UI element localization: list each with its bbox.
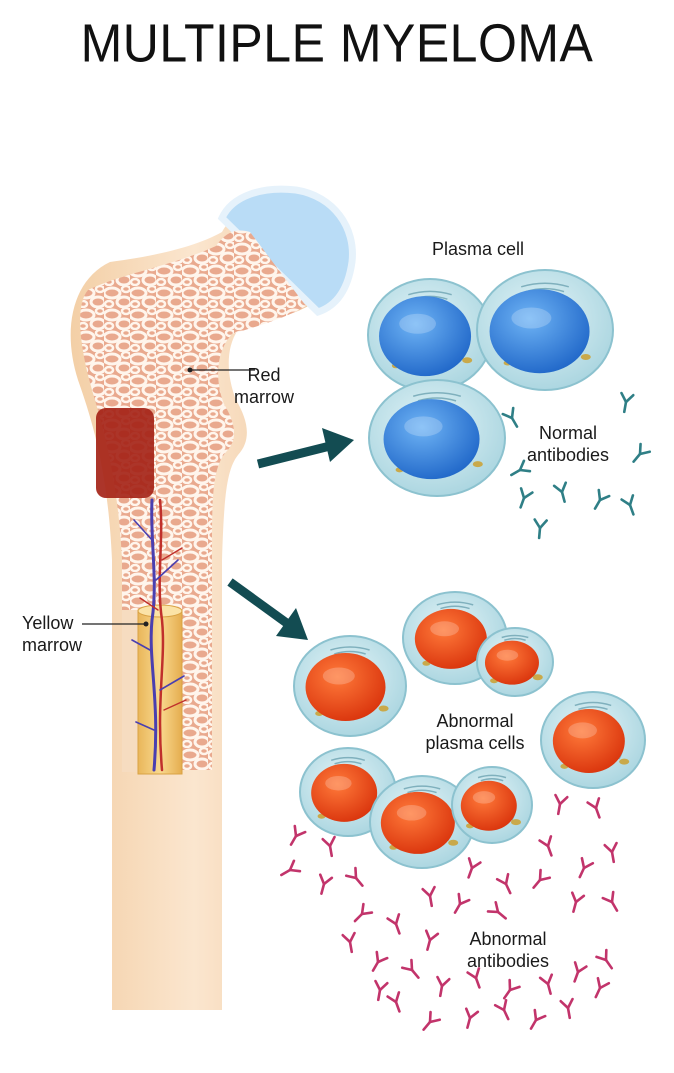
abnormal-cells-line1: Abnormal: [436, 711, 514, 731]
abnormal-antibody: [559, 997, 574, 1020]
abnormal-antibody: [486, 900, 507, 920]
abnormal-antibody: [371, 950, 389, 972]
abnormal-antibody: [386, 991, 401, 1013]
abnormal-plasma-cell: [293, 635, 407, 737]
normal-antibodies-label: Normal antibodies: [518, 422, 618, 466]
abnormal-plasma-cell: [369, 775, 475, 869]
abnormal-antibody: [603, 841, 618, 864]
abnormal-antibody: [422, 1010, 442, 1031]
abnormal-antibody: [466, 967, 481, 989]
abnormal-antibody: [344, 866, 364, 887]
arrow-to-normal: [256, 428, 354, 469]
normal-antibody: [510, 459, 532, 477]
normal-plasma-cell: [368, 379, 506, 497]
abnormal-cells-line2: plasma cells: [425, 733, 525, 753]
abnormal-antibody: [453, 892, 471, 914]
abnormal-antibody: [495, 872, 512, 895]
abnormal-antibody: [374, 979, 389, 1002]
abnormal-antibody: [532, 868, 552, 889]
red-marrow-region: [96, 408, 154, 498]
abnormal-antibody: [424, 929, 440, 951]
abnormal-plasma-cell: [451, 766, 533, 844]
abnormal-antibody: [353, 902, 374, 923]
abnormal-antibody: [321, 835, 336, 858]
antibodies-layer: [280, 391, 652, 1031]
normal-antibodies-line1: Normal: [538, 423, 597, 443]
cartilage-cap: [217, 185, 356, 316]
red-marrow-line2: marrow: [233, 387, 294, 407]
red-marrow-label: Red marrow: [224, 364, 304, 408]
page-title: MULTIPLE MYELOMA: [80, 12, 594, 74]
abnormal-plasma-cells-label: Abnormal plasma cells: [410, 710, 540, 754]
yellow-marrow-label: Yellow marrow: [22, 612, 82, 656]
abnormal-antibodies-line1: Abnormal: [469, 929, 547, 949]
abnormal-antibody: [595, 948, 614, 970]
abnormal-antibody: [464, 1007, 480, 1029]
abnormal-plasma-cell: [476, 627, 554, 697]
abnormal-antibody: [570, 891, 586, 913]
abnormal-antibody: [573, 961, 588, 983]
abnormal-antibody: [289, 824, 307, 846]
normal-antibody: [620, 391, 635, 414]
normal-antibody: [620, 494, 635, 516]
abnormal-antibody: [594, 976, 611, 999]
normal-antibodies-line2: antibodies: [526, 445, 610, 465]
femur-bone: [70, 185, 356, 1010]
abnormal-antibody: [601, 890, 619, 912]
abnormal-antibody: [586, 797, 601, 819]
normal-antibody: [501, 406, 519, 428]
abnormal-antibody: [280, 859, 302, 877]
abnormal-antibody: [341, 931, 356, 954]
abnormal-antibody: [578, 856, 595, 879]
blood-vessels: [131, 498, 187, 772]
cells-layer: [293, 269, 646, 869]
normal-antibody: [552, 481, 568, 503]
abnormal-antibody: [386, 913, 401, 935]
abnormal-antibody: [529, 1008, 547, 1030]
abnormal-antibody: [538, 835, 553, 857]
abnormal-antibody: [538, 973, 554, 995]
yellow-marrow-line1: Yellow: [22, 613, 74, 633]
abnormal-antibodies-label: Abnormal antibodies: [448, 928, 568, 972]
abnormal-antibody: [400, 958, 420, 979]
normal-plasma-cell: [476, 269, 614, 391]
plasma-cell-text: Plasma cell: [432, 239, 525, 259]
normal-plasma-cell: [367, 278, 493, 392]
normal-antibody: [533, 518, 548, 540]
abnormal-antibody: [502, 978, 521, 1000]
abnormal-antibody: [436, 975, 451, 998]
abnormal-antibody: [554, 793, 569, 816]
plasma-cell-label: Plasma cell: [432, 238, 524, 260]
red-marrow-line1: Red: [247, 365, 281, 385]
abnormal-antibody: [467, 857, 482, 879]
abnormal-antibody: [318, 873, 334, 895]
abnormal-antibody: [421, 885, 436, 908]
yellow-marrow-line2: marrow: [22, 635, 83, 655]
normal-antibody: [632, 442, 652, 463]
normal-antibody: [593, 488, 611, 510]
abnormal-antibodies-line2: antibodies: [466, 951, 550, 971]
abnormal-plasma-cell: [540, 691, 646, 789]
arrow-to-abnormal: [227, 578, 308, 640]
normal-antibody: [519, 487, 534, 509]
abnormal-antibody: [493, 998, 510, 1021]
